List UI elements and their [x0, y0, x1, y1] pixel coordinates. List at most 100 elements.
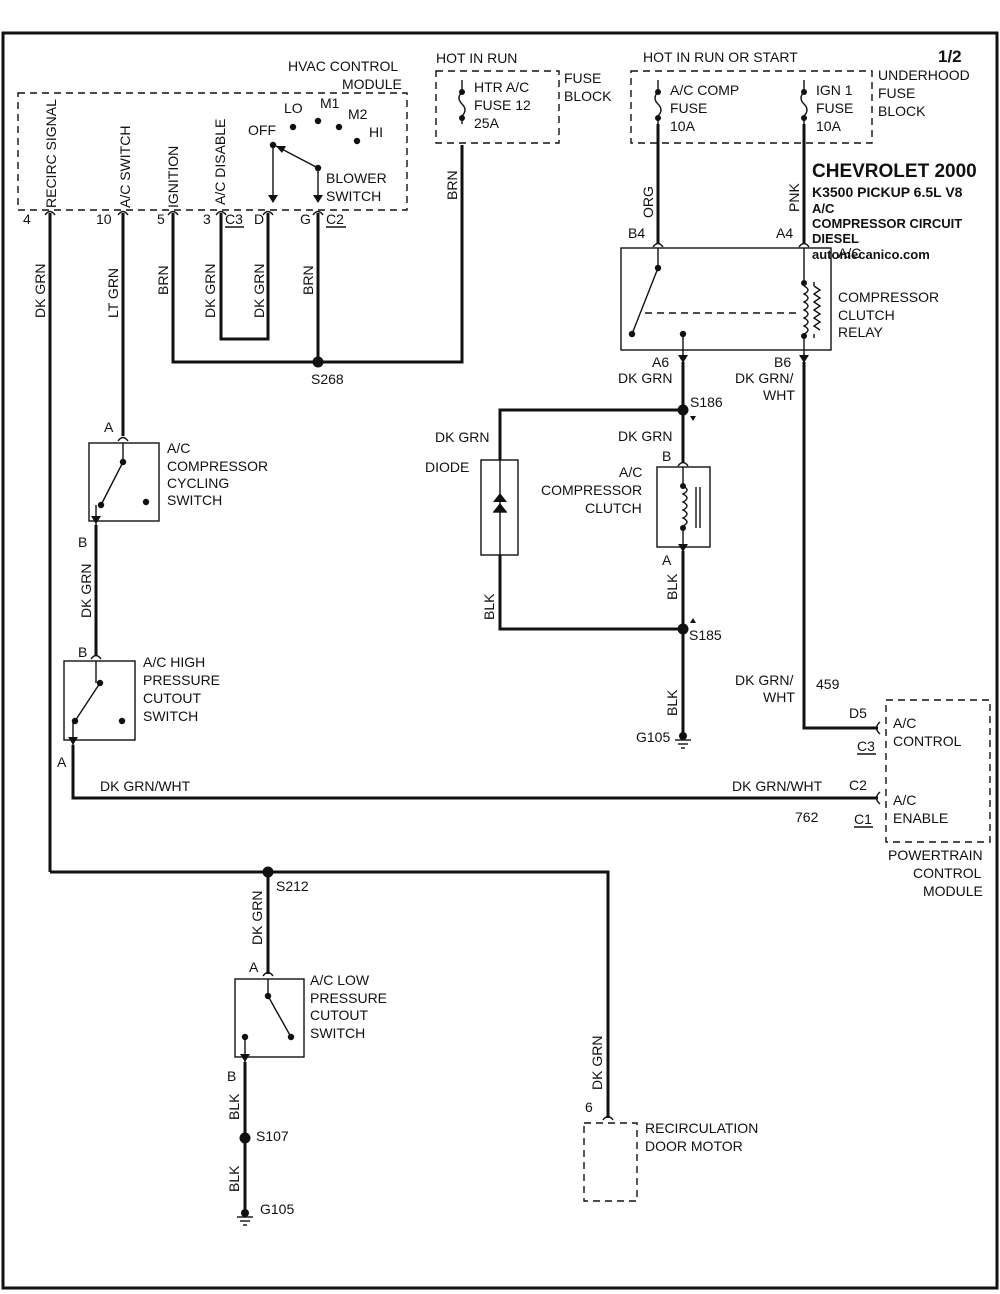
- hvac-pin-d: D: [254, 211, 264, 227]
- hvac-pin-4: 4: [23, 211, 31, 227]
- title-make-year: CHEVROLET 2000: [812, 161, 977, 182]
- wire-brn-ign: BRN: [155, 265, 171, 295]
- underhood-hot: HOT IN RUN OR START: [643, 49, 798, 65]
- wire-brn-fuse: BRN: [444, 170, 460, 200]
- recirculation-door-motor: 6 RECIRCULATION DOOR MOTOR: [583, 1099, 758, 1202]
- clutch-name-1: A/C: [619, 464, 642, 480]
- ground-g105-upper: G105: [636, 729, 670, 745]
- clutch-pin-b: B: [662, 448, 671, 464]
- title-circuit: COMPRESSOR CIRCUIT: [812, 216, 962, 231]
- recirc-motor-name-2: DOOR MOTOR: [645, 1138, 743, 1154]
- accomp-fuse-line3: 10A: [670, 118, 696, 134]
- recirc-motor-pin: 6: [585, 1099, 593, 1115]
- hvac-ac-disable: A/C DISABLE: [212, 119, 228, 205]
- high-pin-a: A: [57, 754, 67, 770]
- hvac-recirc-signal: RECIRC SIGNAL: [43, 99, 59, 208]
- relay-pin-b6: B6: [774, 354, 791, 370]
- compressor-clutch-relay: A/C COMPRESSOR CLUTCH RELAY A6 B6: [620, 242, 939, 370]
- blower-switch-label-1: BLOWER: [326, 170, 387, 186]
- blower-m1-label: M1: [320, 95, 340, 111]
- hvac-ignition: IGNITION: [165, 146, 181, 208]
- title-block: CHEVROLET 2000 K3500 PICKUP 6.5L V8 A/C …: [812, 161, 977, 262]
- wire-dkgrnwht-b6-1: DK GRN/: [735, 370, 793, 386]
- recirc-motor-name-1: RECIRCULATION: [645, 1120, 758, 1136]
- pcm-ac-enable-1: A/C: [893, 792, 916, 808]
- wire-blk-clutch: BLK: [664, 573, 680, 600]
- hvac-name-1: HVAC CONTROL: [288, 58, 398, 74]
- relay-output-wires: DK GRN S186 DK GRN DK GRN DK GRN/ WHT DK…: [435, 362, 878, 730]
- fuse12-line1: HTR A/C: [474, 79, 529, 95]
- pcm-ac-control-1: A/C: [893, 715, 916, 731]
- ground-g105-lower: G105: [260, 1201, 294, 1217]
- low-name-3: CUTOUT: [310, 1007, 369, 1023]
- cycling-name-2: COMPRESSOR: [167, 458, 268, 474]
- wire-dkgrnwht-d5-2: WHT: [763, 689, 795, 705]
- high-pin-b: B: [78, 644, 87, 660]
- cycling-pin-a: A: [104, 419, 114, 435]
- wire-brn-g: BRN: [300, 265, 316, 295]
- fuse-block-hot: HOT IN RUN: [436, 50, 517, 66]
- underhood-fuse-block: HOT IN RUN OR START A/C COMP FUSE 10A IG…: [630, 49, 970, 144]
- pcm-name-2: CONTROL: [913, 865, 982, 881]
- wire-dkgrn-clutch: DK GRN: [618, 428, 672, 444]
- wire-blk-s107-upper: BLK: [226, 1093, 242, 1120]
- left-circuit: DK GRN LT GRN: [32, 213, 125, 872]
- diode-label: DIODE: [425, 459, 469, 475]
- underhood-name-1: UNDERHOOD: [878, 67, 970, 83]
- hvac-pin-5: 5: [157, 211, 165, 227]
- high-name-1: A/C HIGH: [143, 654, 205, 670]
- ign1-fuse-line1: IGN 1: [816, 82, 853, 98]
- underhood-name-3: BLOCK: [878, 103, 926, 119]
- pcm-conn-c3: C3: [857, 738, 875, 754]
- wire-dkgrn-recirc: DK GRN: [32, 264, 48, 318]
- relay-pin-a6: A6: [652, 354, 669, 370]
- accomp-fuse-line1: A/C COMP: [670, 82, 739, 98]
- cycling-pin-b: B: [78, 534, 87, 550]
- fuse12-line2: FUSE 12: [474, 97, 531, 113]
- wire-dkgrnwht-right: DK GRN/WHT: [732, 778, 823, 794]
- accomp-fuse-line2: FUSE: [670, 100, 707, 116]
- wire-dkgrn-recirc-motor: DK GRN: [589, 1036, 605, 1090]
- high-pressure-cutout-switch: B A/C HIGH PRESSURE CUTOUT SWITCH A DK G…: [57, 644, 878, 825]
- wire-dkgrn-cycling: DK GRN: [78, 564, 94, 618]
- pcm-conn-c1: C1: [854, 811, 872, 827]
- clutch-pin-a: A: [662, 552, 672, 568]
- wire-blk-ground: BLK: [664, 689, 680, 716]
- powertrain-control-module: D5 C3 A/C CONTROL C2 C1 A/C ENABLE POWER…: [849, 699, 991, 899]
- cycling-name-1: A/C: [167, 440, 190, 456]
- low-pin-b: B: [227, 1068, 236, 1084]
- wire-dkgrnwht-b6-2: WHT: [763, 387, 795, 403]
- fuse-block-name-2: BLOCK: [564, 88, 612, 104]
- hvac-pin-3: 3: [203, 211, 211, 227]
- blower-lo-label: LO: [284, 100, 303, 116]
- cycling-name-4: SWITCH: [167, 492, 222, 508]
- bottom-circuit: S212 DK GRN DK GRN: [50, 866, 610, 1118]
- fuse-block-name-1: FUSE: [564, 70, 601, 86]
- underhood-name-2: FUSE: [878, 85, 915, 101]
- hvac-ac-switch: A/C SWITCH: [117, 126, 133, 208]
- wire-blk-s107-lower: BLK: [226, 1165, 242, 1192]
- ign1-fuse-line2: FUSE: [816, 100, 853, 116]
- relay-name-1: A/C: [838, 245, 861, 261]
- blower-off-label: OFF: [248, 122, 276, 138]
- hvac-name-2: MODULE: [342, 76, 402, 92]
- splice-s186: S186: [690, 394, 723, 410]
- pcm-pin-c2: C2: [849, 777, 867, 793]
- low-name-2: PRESSURE: [310, 990, 387, 1006]
- page-number: 1/2: [938, 47, 962, 66]
- cycling-name-3: CYCLING: [167, 475, 229, 491]
- hvac-conn-c2: C2: [326, 211, 344, 227]
- title-system: A/C: [812, 201, 835, 216]
- page-border: [1, 31, 999, 1290]
- wire-dkgrn-a6: DK GRN: [618, 370, 672, 386]
- hvac-pin-g: G: [300, 211, 311, 227]
- ign1-fuse-line3: 10A: [816, 118, 842, 134]
- wire-dkgrn-disable: DK GRN: [202, 264, 218, 318]
- low-pressure-cutout-switch: A A/C LOW PRESSURE CUTOUT SWITCH B BLK S…: [226, 959, 387, 1226]
- pcm-name-3: MODULE: [923, 883, 983, 899]
- title-website: automecanico.com: [812, 247, 930, 262]
- wire-dkgrn-d: DK GRN: [251, 264, 267, 318]
- hvac-wiring: S268 BRN DK GRN DK GRN BRN BRN: [155, 145, 464, 387]
- compressor-cycling-switch: A A/C COMPRESSOR CYCLING SWITCH B DK GRN: [78, 419, 268, 655]
- high-name-4: SWITCH: [143, 708, 198, 724]
